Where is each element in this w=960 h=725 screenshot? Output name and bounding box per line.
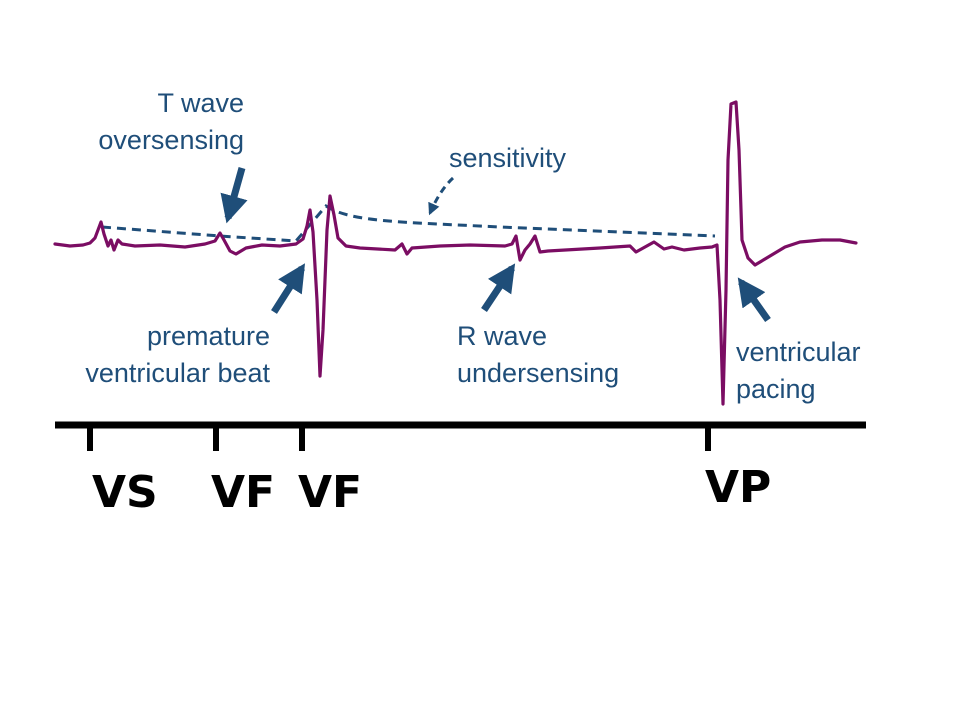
sensitivity-pointer-arrow	[428, 176, 455, 216]
premature-ventricular-beat-arrow	[271, 263, 306, 314]
label-t-wave-oversensing: T wave oversensing	[98, 88, 244, 155]
label-sensitivity: sensitivity	[449, 143, 567, 173]
label-ventricular-pacing: ventricular pacing	[736, 337, 861, 404]
ecg-trace	[53, 100, 858, 406]
marker-label-vf-1: VF	[211, 467, 276, 518]
r-wave-undersensing-arrow	[481, 263, 516, 312]
marker-label-vs: VS	[92, 467, 158, 518]
label-r-wave-undersensing: R wave undersensing	[457, 321, 620, 388]
marker-label-vp: VP	[705, 462, 772, 513]
t-wave-oversensing-arrow	[220, 167, 248, 224]
ventricular-pacing-arrow	[737, 277, 771, 323]
label-premature-ventricular-beat: premature ventricular beat	[85, 321, 270, 388]
marker-label-vf-2: VF	[298, 467, 363, 518]
sensitivity-threshold-line	[101, 204, 716, 243]
